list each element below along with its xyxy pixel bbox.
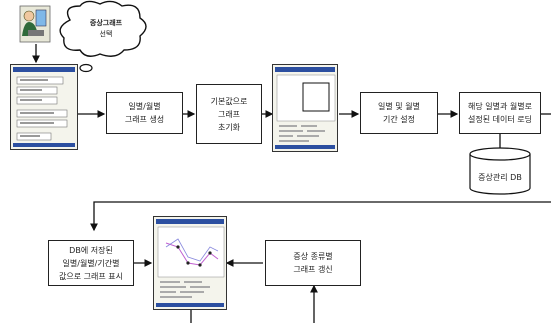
node-show-graph-line2: 일별/월별/기간별	[62, 258, 120, 268]
database-label-text: 증상관리 DB	[478, 173, 522, 182]
node-update-graph: 증상 종류별 그래프 갱신	[265, 240, 361, 286]
node-generate-graph-line1: 일별/월별	[128, 102, 161, 111]
node-init-graph: 기본값으로 그래프 초기화	[196, 84, 262, 144]
node-init-graph-line2: 그래프	[217, 109, 241, 119]
node-generate-graph: 일별/월별 그래프 생성	[106, 92, 183, 134]
node-update-graph-line1: 증상 종류별	[293, 252, 333, 261]
node-load-data-line2: 설정된 데이터 로딩	[468, 115, 532, 124]
database-label: 증상관리 DB	[470, 172, 530, 183]
node-load-data-line1: 해당 일별과 월별로	[468, 102, 532, 111]
node-show-graph-line1: DB에 저장된	[69, 245, 113, 255]
phone-graph-result-screen	[153, 216, 227, 310]
phone-graph-init-screen	[272, 64, 338, 152]
node-generate-graph-line2: 그래프 생성	[124, 115, 165, 124]
phone-menu-screen	[10, 64, 78, 150]
thought-subtitle: 선택	[99, 30, 113, 38]
database-icon	[469, 147, 531, 195]
thought-title: 증상그래프	[89, 19, 123, 27]
thought-bubble-text: 증상그래프 선택	[76, 18, 136, 40]
node-set-period-line2: 기간 설정	[383, 115, 415, 124]
line-return	[90, 201, 551, 232]
node-update-graph-line2: 그래프 갱신	[293, 265, 333, 274]
node-set-period-line1: 일별 및 월별	[378, 102, 420, 111]
user-icon	[19, 5, 51, 43]
node-load-data: 해당 일별과 월별로 설정된 데이터 로딩	[459, 92, 541, 134]
node-set-period: 일별 및 월별 기간 설정	[360, 92, 438, 134]
node-init-graph-line1: 기본값으로	[210, 96, 248, 106]
node-show-graph: DB에 저장된 일별/월별/기간별 값으로 그래프 표시	[48, 240, 134, 286]
node-show-graph-line3: 값으로 그래프 표시	[59, 271, 123, 281]
node-init-graph-line3: 초기화	[217, 122, 241, 132]
